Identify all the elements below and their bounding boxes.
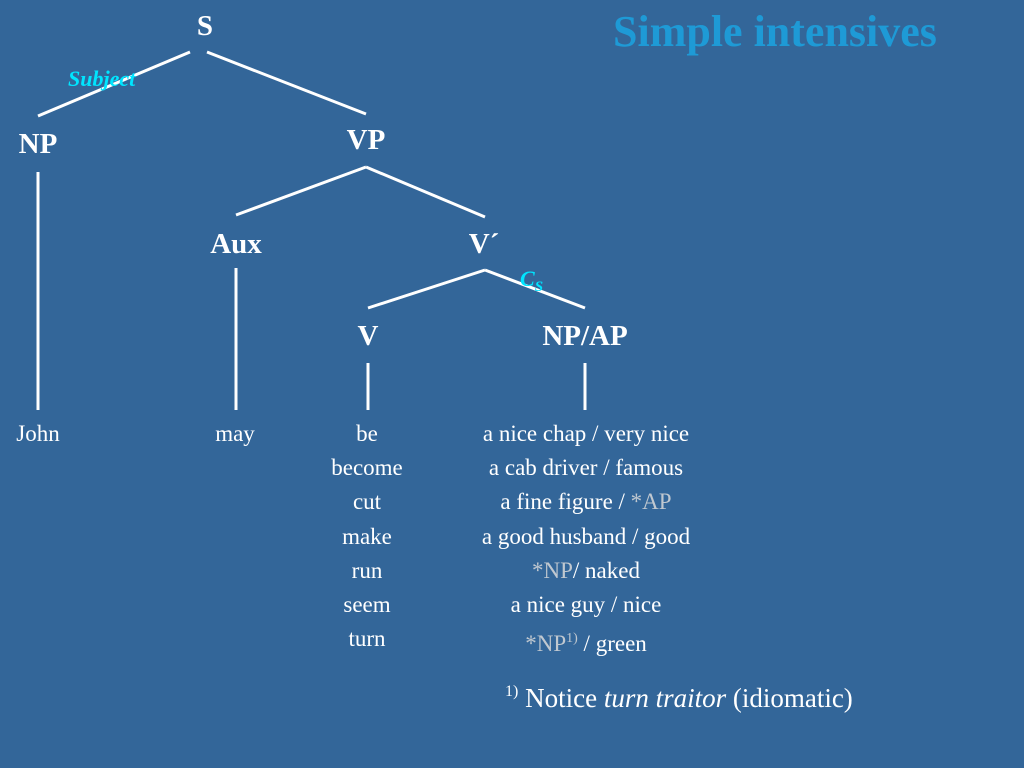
verb-item: turn [348,626,386,652]
branch-vp-vbar [365,165,486,219]
complement-np: a fine figure [500,489,613,515]
complement-np: a nice chap [482,421,587,446]
complement-ap: good [644,523,691,549]
complement-separator: / [612,489,631,515]
complement-ap: *AP [630,489,672,515]
node-npap: NP/AP [542,320,628,352]
cs-label-main: C [520,266,535,291]
complement-separator: / [572,557,586,583]
footnote-text-before: Notice [518,683,604,713]
complement-separator: / [577,631,596,657]
footnote: 1) Notice turn traitor (idiomatic) [505,683,853,714]
complement-separator: / [626,523,645,549]
branch-vbar-npap [484,268,586,310]
complement-item: a nice chap / very nice [482,417,690,451]
complement-footnote-marker: 1) [566,631,578,647]
node-v: V [357,320,379,352]
complement-item: a fine figure / *AP [482,485,690,519]
complement-separator: / [586,421,605,446]
verb-item: make [342,523,392,549]
node-s: S [196,10,214,42]
complement-item: a nice guy / nice [482,588,690,622]
verb-item: be [356,421,378,446]
complement-ap: green [595,631,647,657]
complement-item: *NP/ naked [482,554,690,588]
verb-item: run [351,557,383,583]
node-vbar: V´ [468,228,500,260]
footnote-text-after: (idiomatic) [726,683,853,713]
verb-item: become [331,455,403,481]
footnote-marker: 1) [505,683,519,700]
complement-np: *NP [532,557,573,583]
complement-item: a cab driver / famous [482,451,690,485]
node-aux: Aux [210,228,262,260]
complement-ap: very nice [604,421,690,446]
slide-title: Simple intensives [613,7,937,56]
verb-list: be become cut make run seem turn [331,417,403,656]
verb-item: cut [352,489,382,515]
cs-label: CS [520,266,543,296]
complement-np: a good husband [481,523,627,549]
complement-np: a nice guy [510,591,606,617]
branch-s-np [37,50,191,118]
complement-separator: / [605,591,624,617]
branch-s-vp [206,50,367,116]
complement-item: a good husband / good [482,520,690,554]
footnote-italic: turn traitor [603,683,727,713]
node-np: NP [18,128,58,160]
complement-np: *NP [525,631,567,657]
word-john: John [16,421,60,446]
subject-label: Subject [68,66,136,91]
node-vp: VP [346,124,386,156]
branch-vp-aux [235,165,367,217]
complement-separator: / [597,455,616,481]
branch-vbar-v [367,268,486,310]
word-may: may [215,421,255,446]
complement-ap: naked [585,557,640,583]
verb-item: seem [343,591,391,617]
complement-item: *NP1) / green [482,622,690,656]
complement-np: a cab driver [488,455,598,481]
complement-ap: nice [623,591,662,617]
cs-label-subscript: S [534,279,544,295]
complement-ap: famous [615,455,684,481]
